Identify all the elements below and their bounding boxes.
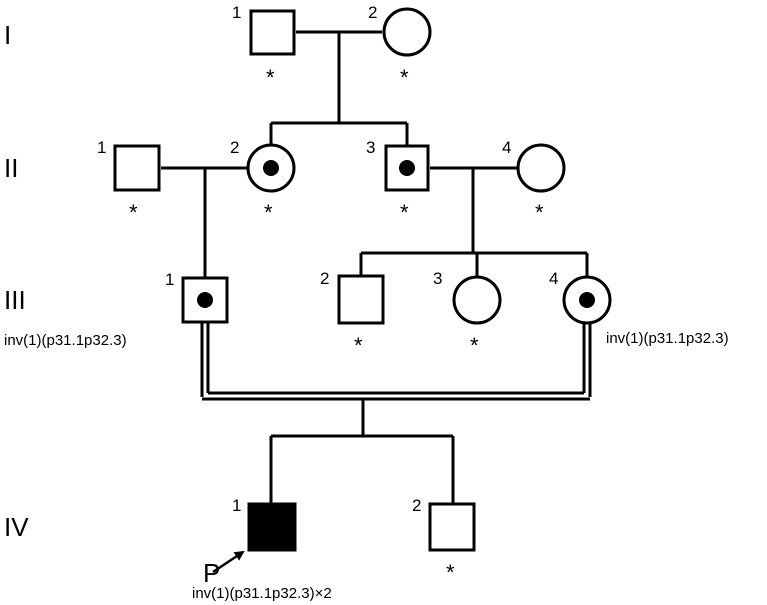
tested-mark: * (264, 200, 273, 225)
female-symbol (452, 275, 502, 325)
female-symbol (516, 143, 566, 193)
individual-II-2: 2 * (230, 138, 296, 225)
tested-mark: * (400, 200, 409, 225)
individual-III-1: 1 inv(1)(p31.1p32.3) (4, 270, 229, 349)
male-symbol (249, 9, 296, 56)
carrier-dot (263, 160, 279, 176)
karyotype-label: inv(1)(p31.1p32.3) (4, 332, 127, 349)
individual-number: 4 (549, 269, 558, 288)
carrier-dot (579, 292, 595, 308)
individual-number: 2 (230, 138, 239, 157)
male-symbol (428, 502, 476, 552)
proband-label: P (203, 558, 220, 588)
individual-II-4: 4 * (502, 138, 566, 225)
tested-mark: * (129, 200, 138, 225)
tested-mark: * (446, 560, 455, 585)
generation-label-I: I (4, 20, 11, 50)
male-symbol (181, 276, 229, 324)
tested-mark: * (266, 65, 275, 90)
tested-mark: * (354, 333, 363, 358)
individual-number: 1 (232, 3, 241, 22)
individual-II-1: 1 * (97, 138, 161, 225)
individual-II-3: 3 * (366, 138, 430, 225)
female-symbol (382, 7, 432, 57)
individual-III-3: 3 * (433, 269, 502, 358)
individual-number: 2 (368, 3, 377, 22)
generation-label-III: III (4, 285, 26, 315)
individual-IV-2: 2 * (412, 496, 476, 585)
individual-III-4: 4 inv(1)(p31.1p32.3) (549, 269, 729, 347)
generation-label-IV: IV (4, 512, 29, 542)
individual-number: 2 (412, 496, 421, 515)
consanguineous-marriage-line (200, 322, 592, 401)
individual-number: 2 (320, 269, 329, 288)
individual-number: 1 (232, 496, 241, 515)
individual-number: 3 (366, 138, 375, 157)
male-symbol (113, 144, 161, 192)
generation-label-II: II (4, 153, 18, 183)
carrier-dot (197, 292, 213, 308)
individual-number: 4 (502, 138, 511, 157)
carrier-dot (399, 160, 415, 176)
individual-I-2: 2 * (368, 3, 432, 90)
tested-mark: * (400, 65, 409, 90)
tested-mark: * (470, 333, 479, 358)
tested-mark: * (535, 200, 544, 225)
karyotype-label: inv(1)(p31.1p32.3)×2 (192, 585, 332, 602)
proband-arrow-icon (212, 550, 245, 574)
individual-number: 1 (165, 270, 174, 289)
individual-I-1: 1 * (232, 3, 296, 90)
karyotype-label: inv(1)(p31.1p32.3) (606, 330, 729, 347)
individual-number: 3 (433, 269, 442, 288)
male-symbol (337, 274, 385, 325)
individual-number: 1 (97, 138, 106, 157)
individual-IV-1: 1 P inv(1)(p31.1p32.3)×2 (192, 496, 332, 602)
individual-III-2: 2 * (320, 269, 385, 358)
affected-male-symbol (247, 502, 297, 552)
